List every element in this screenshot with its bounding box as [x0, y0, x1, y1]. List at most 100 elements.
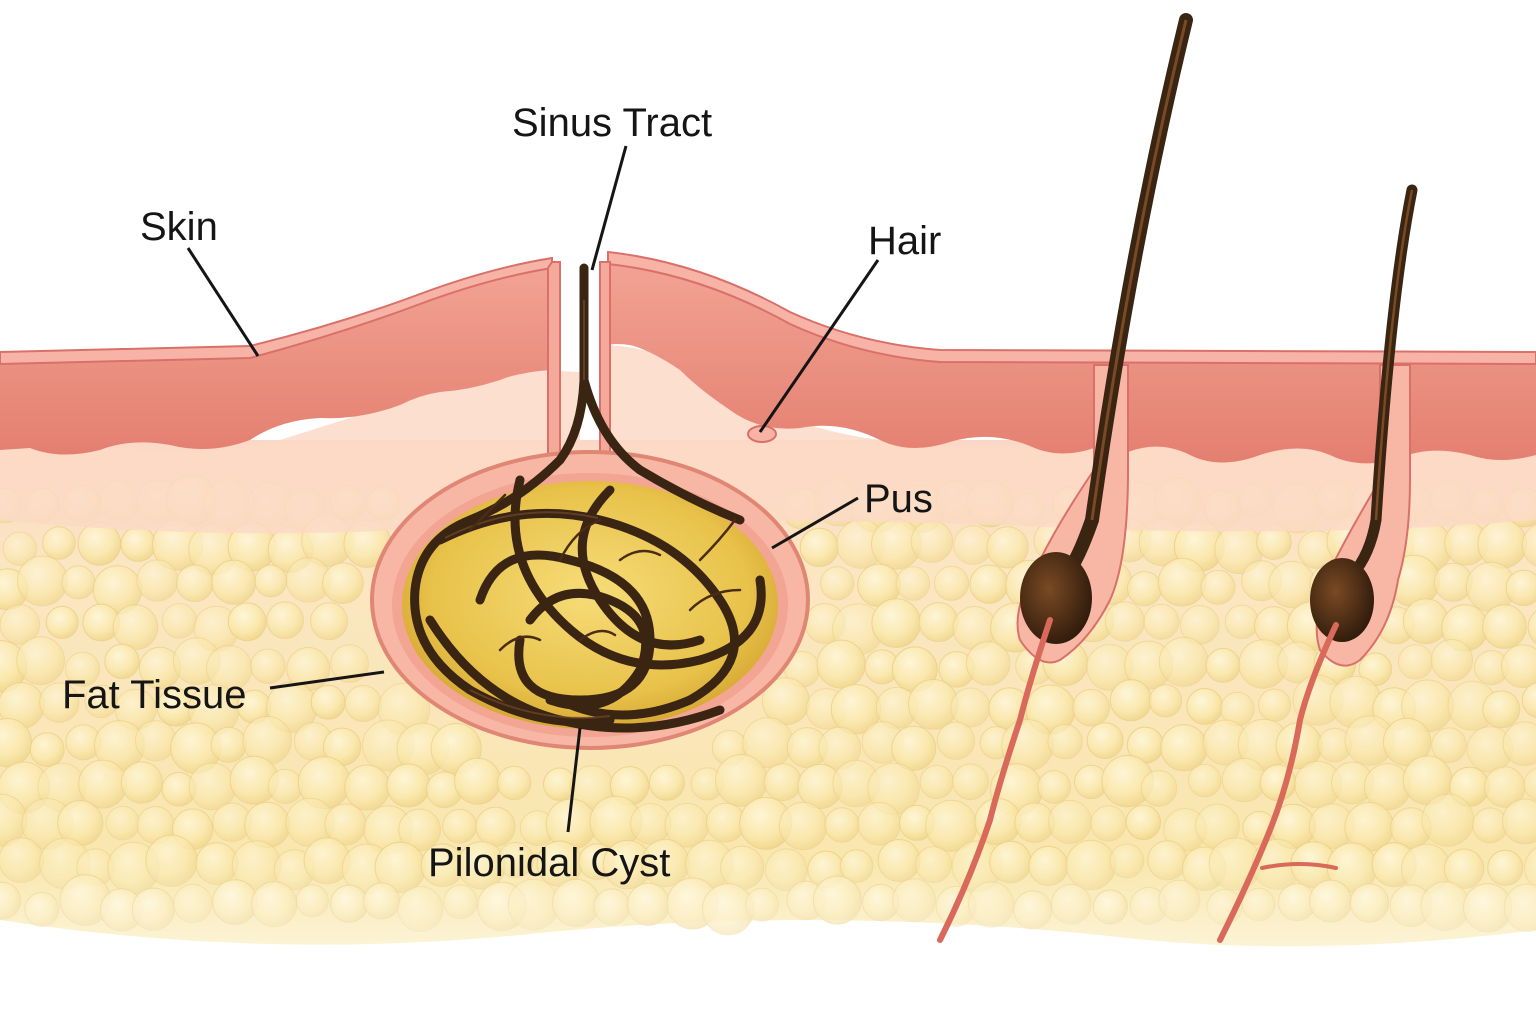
fat-globule [266, 601, 304, 640]
fat-globule [1205, 647, 1241, 683]
fat-globule [454, 757, 502, 805]
fat-globule [120, 526, 157, 562]
fat-globule [969, 564, 1009, 604]
fat-globule [310, 684, 346, 720]
leader-skin [186, 247, 260, 357]
fat-globule [1402, 598, 1449, 645]
fat-globule [936, 721, 976, 760]
label-sinus-tract: Sinus Tract [512, 101, 712, 145]
fat-globule [1125, 804, 1162, 840]
fat-globule [799, 527, 839, 568]
fat-globule [1523, 768, 1536, 801]
hair-fragments [468, 493, 742, 652]
fat-globule [1200, 569, 1236, 605]
fat-globule [1257, 688, 1292, 722]
fat-globule [1502, 798, 1536, 845]
fat-globule [210, 726, 247, 763]
fat-globule [1143, 603, 1180, 640]
fat-globule [820, 566, 855, 601]
fat-globule [227, 602, 267, 642]
fade-bottom [0, 860, 1536, 1024]
fat-globule [1382, 717, 1432, 767]
fat-globule [1072, 688, 1110, 727]
fat-globule [1477, 519, 1527, 569]
fat-globule [1472, 807, 1508, 844]
fat-globule [134, 720, 177, 762]
fat-globule [918, 602, 959, 643]
leader-fat-tissue [269, 670, 385, 690]
fat-globule [1431, 727, 1467, 764]
fat-globule [175, 564, 214, 602]
leader-pilonidal-cyst [566, 727, 582, 833]
fat-globule [986, 526, 1029, 569]
fat-globule [16, 636, 65, 685]
fat-globule [871, 598, 922, 648]
fat-globule [933, 565, 970, 601]
fat-globule [310, 602, 349, 641]
fat-globule [778, 801, 828, 851]
fat-globule [496, 765, 532, 801]
fat-globule [330, 644, 370, 683]
fat-globule [29, 732, 65, 767]
fat-globule [1268, 560, 1316, 609]
fat-globule [891, 725, 937, 771]
fat-globule [1127, 571, 1163, 607]
skin-surface-right [607, 250, 1536, 366]
leader-hair [758, 259, 880, 433]
fat-globule [45, 605, 79, 639]
fat-globule [919, 764, 954, 800]
label-fat-tissue: Fat Tissue [62, 673, 247, 717]
fat-globule [1482, 690, 1521, 729]
fat-globule [1158, 636, 1209, 687]
fat-globule [161, 603, 198, 639]
fat-globule [344, 764, 391, 811]
fat-globule [105, 805, 141, 841]
fat-globule [17, 555, 68, 607]
fat-globule [965, 641, 1011, 686]
leader-lines [186, 145, 880, 833]
fat-globule [267, 768, 303, 805]
fat-globule [857, 801, 902, 846]
fat-globule [104, 643, 140, 679]
fat-globule [2, 531, 38, 567]
fat-globule [1501, 644, 1536, 689]
fat-globule [824, 807, 860, 843]
fat-globule [1482, 604, 1527, 649]
fat-globule [322, 562, 364, 604]
fat-globule [1109, 679, 1153, 722]
fat-globule [910, 520, 954, 563]
label-hair: Hair [868, 219, 941, 263]
label-skin: Skin [140, 205, 218, 249]
fat-globule [1221, 757, 1267, 803]
fat-globule [344, 685, 382, 722]
fat-globule [1521, 524, 1536, 567]
fat-globule [65, 651, 101, 687]
hair-follicle-1 [937, 13, 1193, 943]
fat-globule [120, 761, 163, 804]
fat-globule [1224, 604, 1260, 639]
fat-globule [211, 559, 257, 605]
fat-globule [1505, 569, 1536, 607]
leader-sinus-tract [590, 145, 628, 271]
fat-globule [953, 525, 993, 565]
fat-globule [39, 682, 80, 723]
skin-dermis [0, 266, 552, 455]
fat-globule [1086, 722, 1124, 759]
hair-tangle-highlight [444, 300, 611, 719]
fat-globule [648, 764, 685, 801]
fat-globule [0, 604, 41, 645]
fat-globule [1527, 610, 1536, 644]
fat-globule [1157, 557, 1207, 607]
label-pus: Pus [864, 477, 933, 521]
fat-globule [244, 801, 291, 849]
fat-globule [42, 526, 76, 560]
fat-globule [1502, 721, 1536, 766]
fat-globule [254, 564, 288, 598]
hair-tangle [410, 263, 766, 733]
fat-globule [895, 566, 931, 601]
fat-globule [1398, 644, 1434, 680]
fat-globule [1160, 724, 1208, 772]
fat-globule [1048, 799, 1092, 844]
